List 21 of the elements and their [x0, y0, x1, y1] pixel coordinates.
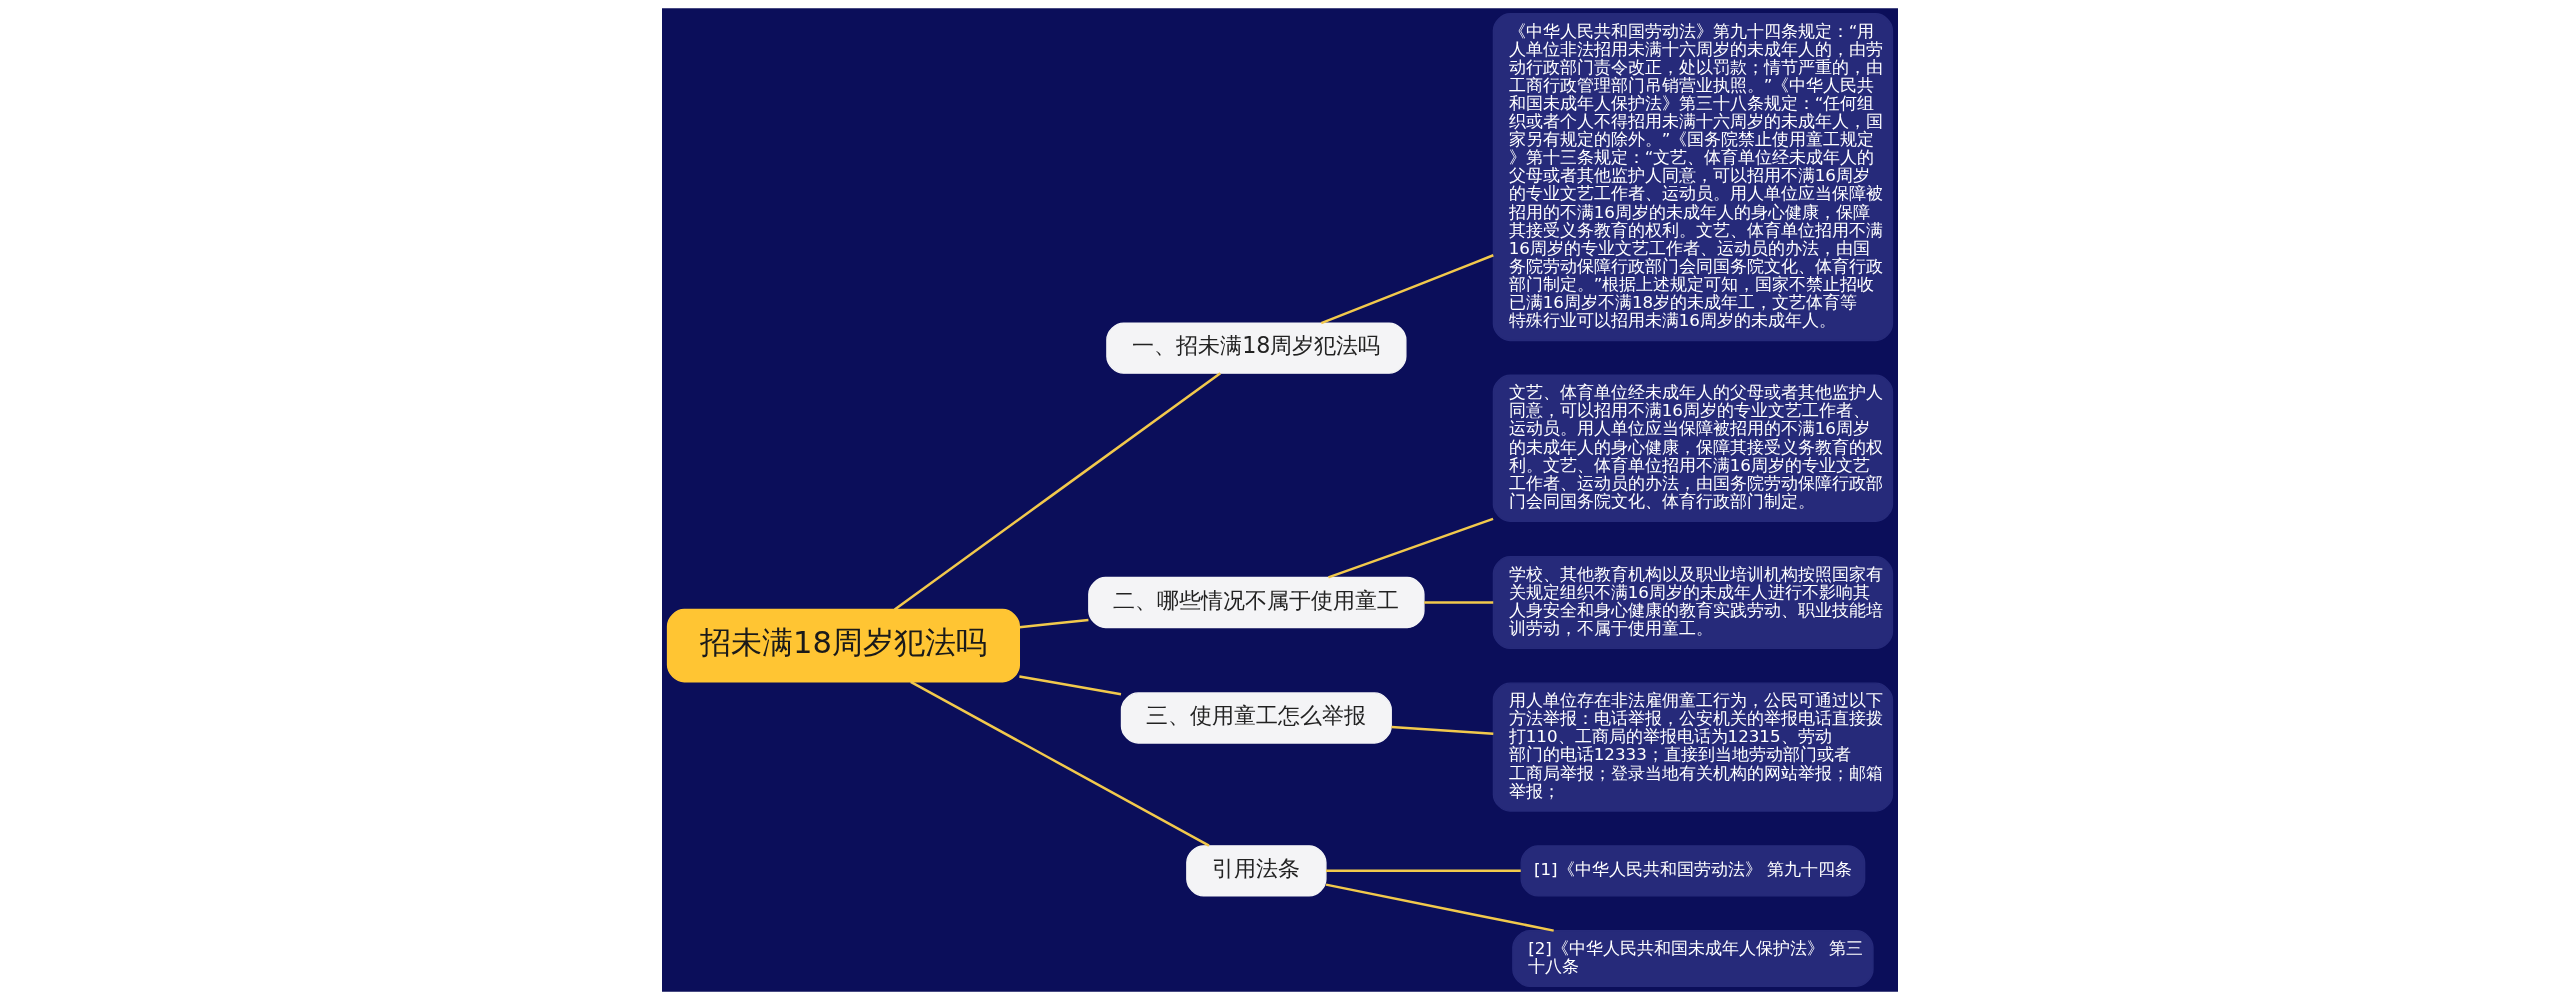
connector	[1019, 618, 1089, 629]
node-box: 学校、其他教育机构以及职业培训机构按照国家有关规定组织不满16周岁的未成年人进行不影响其人身安全和身心健康的教育实践劳动、职业技能培训劳动，不属于使用童工。	[1492, 555, 1894, 650]
node-box: 三、使用童工怎么举报	[1120, 692, 1392, 744]
node-box: [2]《中华人民共和国未成年人保护法》 第三十八条	[1512, 929, 1874, 987]
connector	[1326, 869, 1521, 873]
node-box: 招未满18周岁犯法吗	[666, 608, 1020, 683]
node-box: [1]《中华人民共和国劳动法》 第九十四条	[1520, 845, 1866, 897]
node-box: 《中华人民共和国劳动法》第九十四条规定：“用人单位非法招用未满十六周岁的未成年人的，由劳动行政部门责令改正，处以罚款；情节严重的，由工商行政管理部门吊销营业执照。”《中华人民共和国未成年人保护法》第三十八条规定：“任何组织或者个人不得招用未满十六周岁的未成年人，国家另有规定的除外。”《国务院禁止使用童工规定》第十三条规定：“文艺、体育单位经未成年人的父母或者其他监护人同意，可以招用不满16周岁的专业文艺工作者、运动员。用人单位应当保障被招用的不满16周岁的未成年人的身心健康，保障其接受义务教育的权利。文艺、体育单位招用不满16周岁的专业文艺工作者、运动员的办法，由国务院劳动保障行政部门会同国务院文化、体育行政部门制定。”根据上述规定可知，国家不禁止招收已满16周岁不满18岁的未成年工，文艺体育等特殊行业可以招用未满16周岁的未成年人。	[1492, 13, 1894, 342]
node-box: 文艺、体育单位经未成年人的父母或者其他监护人同意，可以招用不满16周岁的专业文艺工作者、运动员。用人单位应当保障被招用的不满16周岁的未成年人的身心健康，保障其接受义务教育的权利。文艺、体育单位招用不满16周岁的专业文艺工作者、运动员的办法，由国务院劳动保障行政部门会同国务院文化、体育行政部门制定。	[1492, 374, 1894, 522]
node-box: 一、招未满18周岁犯法吗	[1106, 322, 1407, 374]
connector	[1320, 254, 1494, 325]
connector	[1019, 675, 1122, 696]
node-box: 二、哪些情况不属于使用童工	[1088, 576, 1425, 629]
connector	[1424, 601, 1494, 604]
node-box: 用人单位存在非法雇佣童工行为，公民可通过以下方法举报：电话举报，公安机关的举报电话直接拨打110、工商局的举报电话为12315、劳动部门的电话12333；直接到当地劳动部门或者工商局举报；登录当地有关机构的网站举报；邮箱举报；	[1492, 682, 1894, 812]
connector	[893, 372, 1222, 611]
connector	[1391, 725, 1494, 736]
connector	[1328, 517, 1494, 579]
connector	[1325, 883, 1554, 932]
connector	[910, 680, 1210, 847]
node-box: 引用法条	[1186, 845, 1327, 897]
